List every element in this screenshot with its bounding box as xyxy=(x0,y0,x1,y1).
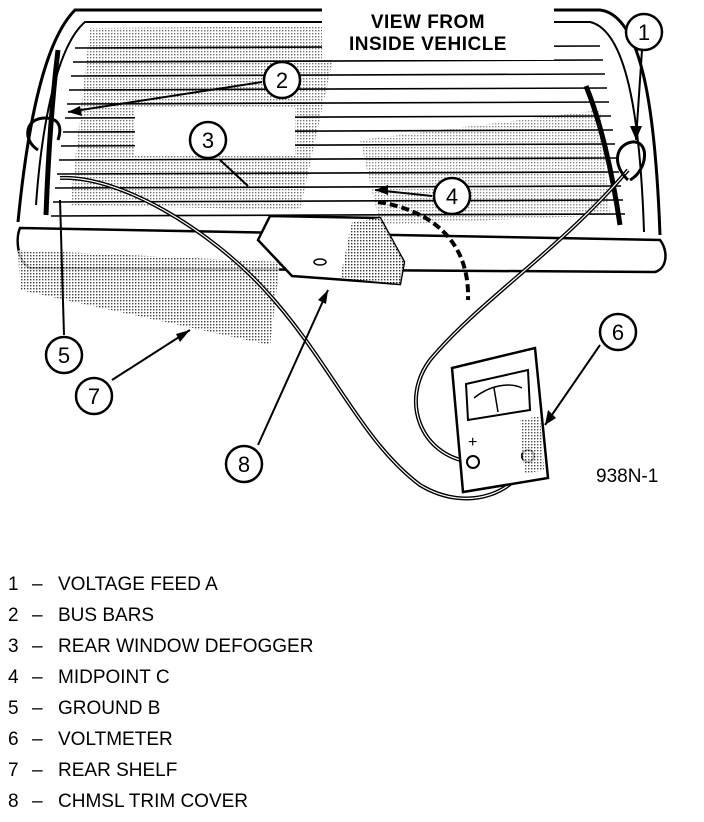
figure-id: 938N-1 xyxy=(596,466,659,487)
legend-label: REAR WINDOW DEFOGGER xyxy=(58,636,314,657)
svg-text:7: 7 xyxy=(88,384,100,409)
chmsl-hole xyxy=(313,258,327,266)
midpoint-probe-lead xyxy=(377,200,471,301)
callout-2: 2 xyxy=(262,60,302,100)
svg-text:6: 6 xyxy=(612,320,624,345)
legend-dash: – xyxy=(32,760,43,781)
legend-dash: – xyxy=(32,698,43,719)
view-title: VIEW FROM INSIDE VEHICLE xyxy=(318,12,538,56)
legend-label: BUS BARS xyxy=(58,605,155,626)
right-bus-bar xyxy=(583,85,623,226)
legend-dash: – xyxy=(32,636,43,657)
meter-plus-sign: + xyxy=(468,434,477,451)
illustration-svg: + 1 2 xyxy=(16,8,667,501)
legend-item: 1–VOLTAGE FEED A xyxy=(8,574,698,605)
legend-number: 6 xyxy=(8,729,19,750)
legend-item: 4–MIDPOINT C xyxy=(8,667,698,698)
legend-label: VOLTAGE FEED A xyxy=(58,574,218,595)
voltmeter: + xyxy=(450,346,550,494)
title-backdrop xyxy=(322,8,554,60)
ground-lead-inner xyxy=(59,177,529,500)
left-bus-bar xyxy=(43,49,61,216)
legend-dash: – xyxy=(32,791,43,812)
legend-dash: – xyxy=(32,667,43,688)
legend-label: VOLTMETER xyxy=(58,729,173,750)
legend-number: 7 xyxy=(8,760,19,781)
svg-text:1: 1 xyxy=(638,20,650,45)
legend-dash: – xyxy=(32,574,43,595)
legend-number: 2 xyxy=(8,605,19,626)
feed-clip xyxy=(616,140,646,182)
view-title-line1: VIEW FROM xyxy=(370,12,486,33)
svg-text:5: 5 xyxy=(58,343,70,368)
svg-text:4: 4 xyxy=(446,184,458,209)
legend-item: 3–REAR WINDOW DEFOGGER xyxy=(8,636,698,667)
window-frame xyxy=(16,8,662,236)
legend-label: REAR SHELF xyxy=(58,760,178,781)
callout-1: 1 xyxy=(624,12,664,52)
legend-dash: – xyxy=(32,729,43,750)
rear-shelf-shading xyxy=(18,250,280,345)
chmsl-shading xyxy=(340,218,404,284)
svg-text:2: 2 xyxy=(276,68,288,93)
svg-text:3: 3 xyxy=(202,128,214,153)
defogger-grid-lines xyxy=(50,45,626,217)
legend-number: 1 xyxy=(8,574,19,595)
legend-number: 5 xyxy=(8,698,19,719)
legend-label: GROUND B xyxy=(58,698,161,719)
glass-shading-right xyxy=(360,110,610,225)
feed-lead-inner xyxy=(415,169,629,463)
legend-number: 4 xyxy=(8,667,19,688)
callout-6: 6 xyxy=(598,312,638,352)
callout-8: 8 xyxy=(224,444,264,484)
legend-item: 5–GROUND B xyxy=(8,698,698,729)
legend-item: 6–VOLTMETER xyxy=(8,729,698,760)
callout-5: 5 xyxy=(44,335,84,375)
callout-3: 3 xyxy=(188,120,228,160)
leader-arrowheads xyxy=(68,106,642,425)
leader-lines xyxy=(59,49,643,446)
legend-item: 8–CHMSL TRIM COVER xyxy=(8,791,698,822)
legend-list: 1–VOLTAGE FEED A 2–BUS BARS 3–REAR WINDO… xyxy=(8,574,698,822)
callout-7: 7 xyxy=(74,376,114,416)
ground-clip xyxy=(26,116,62,152)
legend-label: MIDPOINT C xyxy=(58,667,170,688)
callout-4: 4 xyxy=(432,176,472,216)
legend-label: CHMSL TRIM COVER xyxy=(58,791,249,812)
legend-number: 8 xyxy=(8,791,19,812)
svg-text:8: 8 xyxy=(238,452,250,477)
legend-dash: – xyxy=(32,605,43,626)
view-title-line2: INSIDE VEHICLE xyxy=(349,34,507,55)
legend-number: 3 xyxy=(8,636,19,657)
legend-item: 2–BUS BARS xyxy=(8,605,698,636)
legend-item: 7–REAR SHELF xyxy=(8,760,698,791)
defogger-test-illustration: + 1 2 xyxy=(16,8,667,501)
